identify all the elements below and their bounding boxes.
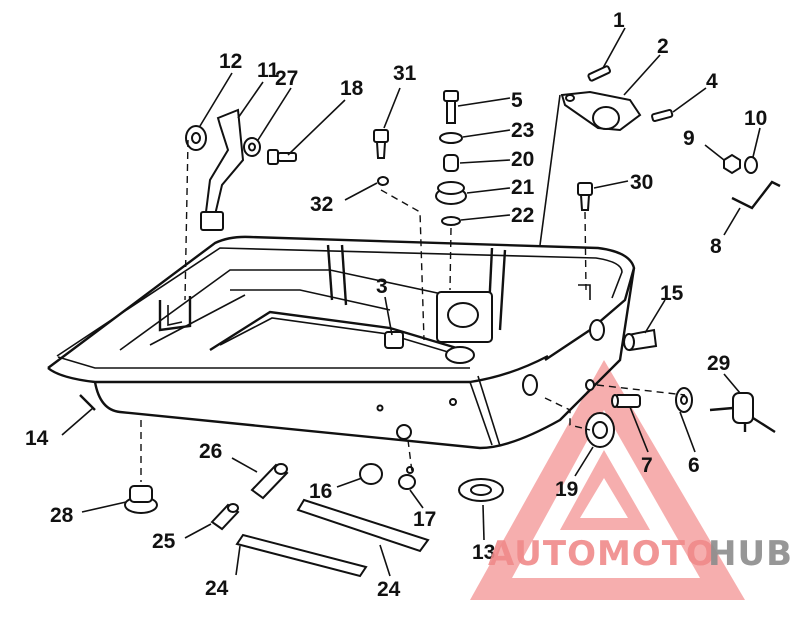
callout-2: 2: [657, 35, 669, 58]
part-20-sleeve: [443, 154, 459, 172]
part-17-plug: [398, 466, 416, 490]
leader-lines: [61, 27, 761, 577]
part-10-washer: [744, 156, 758, 174]
callout-29: 29: [707, 352, 730, 375]
part-5-bolt: [443, 90, 459, 124]
callout-9: 9: [683, 127, 695, 150]
part-21-grommet: [435, 181, 467, 205]
callout-31: 31: [393, 62, 417, 85]
callout-8: 8: [710, 235, 722, 258]
callout-6: 6: [688, 454, 700, 477]
part-16-plug: [359, 424, 412, 485]
callout-13: 13: [472, 541, 495, 564]
part-24-strip-right: [296, 498, 430, 553]
callout-11: 11: [257, 59, 280, 82]
part-24-strip-left: [235, 533, 368, 578]
watermark-text-automoto: AUTOMOTO: [488, 534, 716, 574]
callout-26: 26: [199, 440, 222, 463]
part-13-grommet: [458, 478, 504, 502]
callout-22: 22: [511, 204, 534, 227]
callout-19: 19: [555, 478, 578, 501]
callout-32: 32: [310, 193, 333, 216]
part-22-washer: [441, 216, 461, 226]
callout-23: 23: [511, 119, 534, 142]
callout-16: 16: [309, 480, 332, 503]
callout-27: 27: [275, 67, 298, 90]
callout-20: 20: [511, 148, 534, 171]
part-12-grommet: [185, 125, 207, 151]
callout-21: 21: [511, 176, 535, 199]
part-27-washer: [243, 137, 261, 157]
callout-10: 10: [744, 107, 767, 130]
callout-4: 4: [706, 70, 718, 93]
part-11-lever: [200, 108, 245, 231]
callout-14: 14: [25, 427, 49, 450]
callout-12: 12: [219, 50, 242, 73]
part-32-clip: [377, 176, 389, 186]
callout-24-left: 24: [205, 577, 229, 600]
callout-labels: 1 2 3 4 5 6 7 8 9 10 11 12 13 14 15 16 1…: [25, 9, 767, 601]
part-29-valve: [709, 392, 776, 434]
callout-17: 17: [413, 508, 436, 531]
callout-30: 30: [630, 171, 653, 194]
watermark-logo: [470, 360, 745, 600]
callout-24-right: 24: [377, 578, 401, 601]
assembly-lines: [140, 94, 686, 482]
callout-15: 15: [660, 282, 684, 305]
part-6-washer: [675, 387, 693, 413]
part-1-screw: [587, 65, 612, 82]
part-2-bracket: [560, 90, 642, 132]
callout-1: 1: [613, 9, 625, 32]
callout-7: 7: [641, 454, 653, 477]
lower-motor-pan: [47, 235, 636, 450]
part-9-nut: [723, 153, 741, 175]
part-8-rod: [731, 180, 781, 210]
callout-25: 25: [152, 530, 176, 553]
callout-28: 28: [50, 504, 74, 527]
part-15-sleeve: [623, 328, 658, 352]
part-25-tube: [210, 503, 240, 531]
callout-5: 5: [511, 89, 523, 112]
part-26-tube: [250, 463, 289, 500]
watermark-text: AUTOMOTO HUB: [488, 534, 793, 574]
part-18-bolt: [267, 149, 297, 165]
callout-3: 3: [376, 275, 388, 298]
part-28-fitting: [124, 485, 158, 514]
part-23-washer: [439, 132, 463, 144]
part-30-screw: [577, 182, 593, 211]
part-7-fitting: [611, 394, 641, 408]
part-4-screw: [651, 108, 674, 123]
callout-18: 18: [340, 77, 364, 100]
part-31-screw: [373, 129, 389, 159]
part-19-grommet: [585, 412, 615, 448]
watermark-text-hub: HUB: [708, 534, 793, 574]
